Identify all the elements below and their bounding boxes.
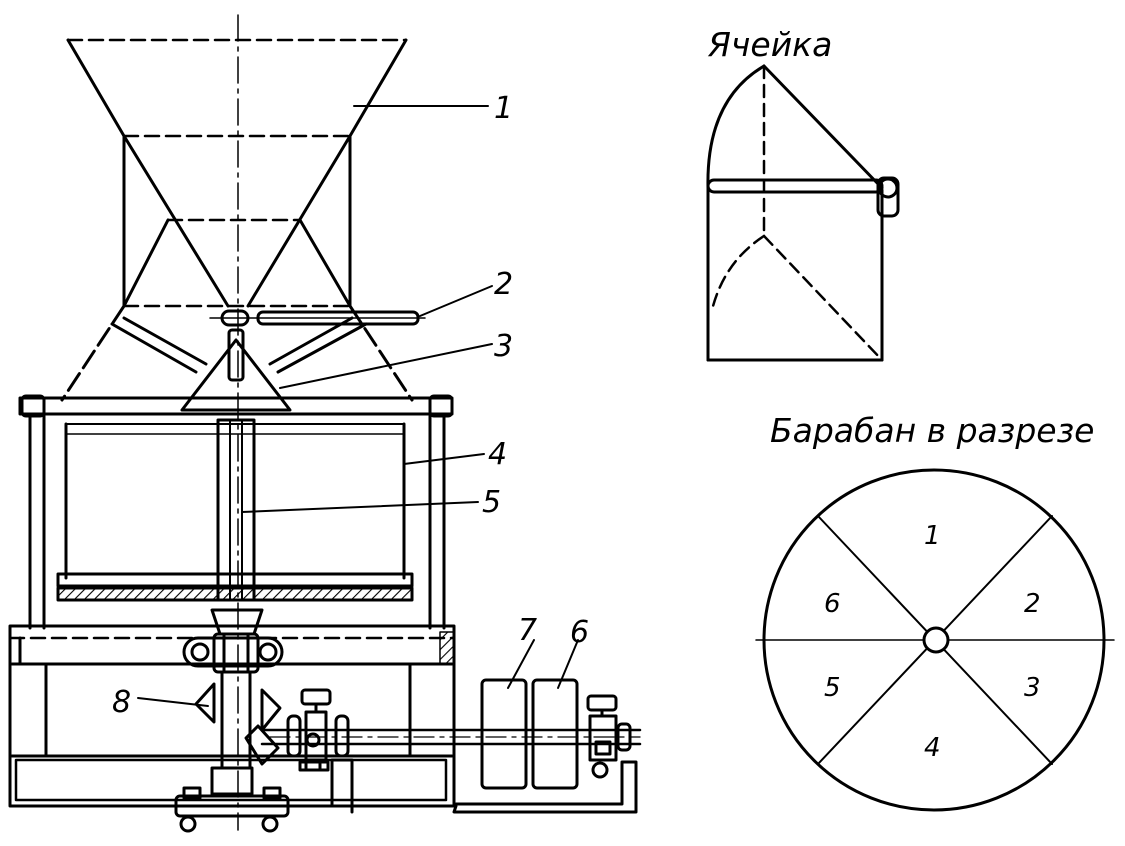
label-part-8: 8 — [112, 685, 131, 720]
top-frame — [18, 394, 454, 418]
drum-section-label: 1 — [924, 521, 941, 551]
machine-assembly — [8, 14, 642, 833]
drum-section-label: 2 — [1024, 589, 1041, 619]
drum-section-drawing — [755, 468, 1115, 812]
right-bearing — [586, 694, 632, 779]
label-part-4: 4 — [488, 437, 507, 472]
drum-section-label: 5 — [824, 673, 841, 703]
side-columns — [28, 414, 446, 630]
base-housing — [8, 624, 456, 808]
label-part-5: 5 — [482, 485, 501, 520]
drum-section-numbers: 1 2 3 4 5 6 — [824, 521, 1041, 763]
drum-body — [56, 422, 414, 602]
cell-drawing — [706, 64, 900, 362]
label-part-6: 6 — [570, 615, 589, 650]
shaft-coupling — [182, 608, 284, 770]
drum-section-label: 4 — [924, 733, 941, 763]
drive-shaft — [260, 688, 642, 772]
drive-frame — [298, 758, 638, 814]
label-part-1: 1 — [494, 91, 513, 126]
drum-section-label: 6 — [824, 589, 841, 619]
drum-title: Барабан в разрезе — [770, 411, 1094, 450]
drum-hub — [922, 626, 950, 654]
base-plate — [174, 766, 290, 833]
pulleys — [480, 678, 579, 790]
label-part-3: 3 — [494, 329, 513, 364]
label-part-2: 2 — [494, 267, 513, 302]
part-labels: 1 2 3 4 5 7 6 8 — [112, 91, 589, 720]
bevel-gear — [194, 682, 282, 766]
spreader-cone — [180, 328, 292, 412]
leader-lines — [137, 105, 579, 707]
cell-title: Ячейка — [707, 25, 832, 64]
label-part-7: 7 — [518, 613, 537, 648]
slide-gate — [209, 309, 426, 327]
central-shaft — [216, 418, 256, 602]
drum-section-label: 3 — [1024, 673, 1041, 703]
hopper — [60, 38, 414, 402]
